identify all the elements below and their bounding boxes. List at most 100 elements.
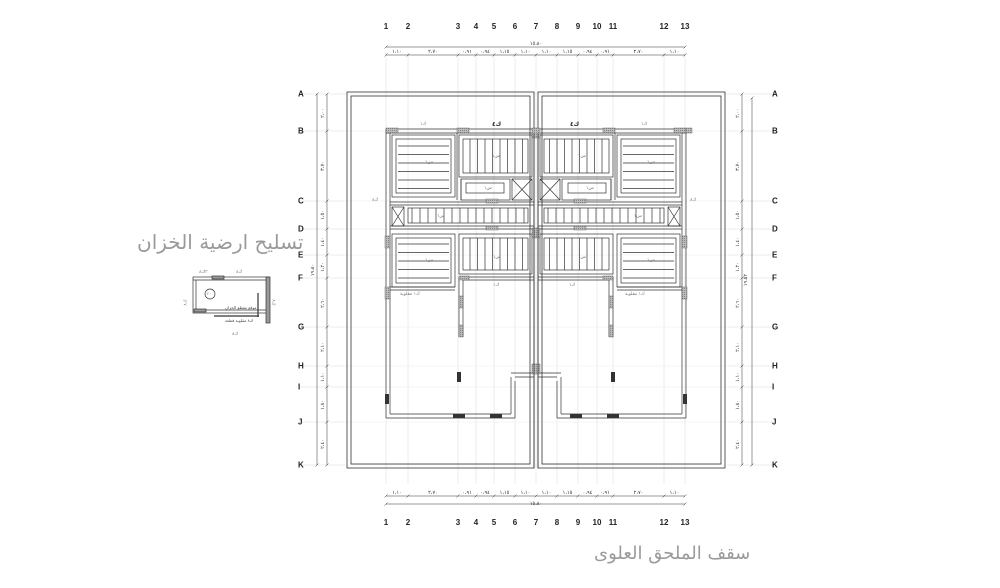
- row-label-I: I: [772, 382, 775, 392]
- beam-label-k8-left: ك٨: [372, 198, 379, 203]
- right-segment-4: ١،٢٠: [735, 261, 741, 272]
- right-segment-8: ١،٨٠: [735, 399, 741, 410]
- row-label-G: G: [772, 322, 779, 332]
- left-segment-4: ١،٢٠: [320, 261, 326, 272]
- column-label-10: 10: [592, 22, 602, 31]
- column-label-4: 4: [473, 518, 479, 527]
- grid-lines: [300, 52, 775, 484]
- column-label-13: 13: [680, 518, 690, 527]
- slab-label-5: س١: [425, 258, 433, 263]
- column-label-13: 13: [680, 22, 690, 31]
- row-label-C: C: [298, 196, 304, 206]
- row-label-K: K: [772, 460, 778, 470]
- beam-label-k8-right: ك٨: [690, 198, 697, 203]
- beam-label-k1-center-left: ك١: [493, 283, 500, 288]
- column-label-5: 5: [491, 518, 497, 527]
- column-label-10: 10: [592, 518, 602, 527]
- row-label-E: E: [772, 250, 778, 260]
- right-segment-9: ٢،٤٠: [735, 438, 741, 449]
- bottom-segment-10: ٢،٧٠: [633, 490, 644, 496]
- slab-label-6: س١: [647, 160, 655, 165]
- top-segment-11: ١،١٠: [669, 49, 680, 55]
- tank-label-left: ك٨: [183, 299, 189, 306]
- top-segment-9: ٠،٩١: [600, 49, 610, 55]
- right-segment-2: ١،٥٠: [735, 210, 741, 220]
- left-segment-6: ٢،١٠: [320, 341, 326, 352]
- column-label-11: 11: [608, 518, 618, 527]
- plan-title: سقف الملحق العلوى: [594, 543, 751, 564]
- column-label-9: 9: [575, 518, 581, 527]
- column-label-3: 3: [455, 22, 461, 31]
- row-label-B: B: [772, 126, 778, 136]
- left-segment-7: ١،١٠: [320, 371, 326, 382]
- tank-note-inverted: ك٨ مقلوبة قطعة: [225, 318, 254, 323]
- bottom-segment-9: ٠،٩١: [600, 490, 610, 496]
- right-segment-3: ١،٤٠: [735, 237, 741, 247]
- left-total-dimension: ١٩،٨٠: [310, 263, 316, 277]
- beam-label-k1-center-right: ك١: [569, 283, 576, 288]
- row-label-F: F: [772, 273, 777, 283]
- right-segment-5: ٢،٦٠: [735, 297, 741, 308]
- left-segment-5: ٢،٦٠: [320, 297, 326, 308]
- column-label-2: 2: [405, 518, 411, 527]
- right-segment-7: ١،١٠: [735, 371, 741, 382]
- right-segment-1: ٣،٧٠: [735, 161, 741, 171]
- left-segment-2: ١،٥٠: [320, 210, 326, 220]
- bottom-segment-0: ١،١٠: [392, 490, 402, 496]
- slab-label-8: س١: [586, 186, 594, 191]
- tank-detail-title: تسليح ارضية الخزان: [137, 230, 304, 254]
- row-label-K: K: [298, 460, 304, 470]
- top-segment-1: ٢،٧٠: [428, 49, 438, 55]
- top-segment-5: ١،١٠: [520, 49, 531, 55]
- beam-label-k4-left: ك٤: [492, 121, 502, 128]
- slab-structure: [384, 127, 693, 468]
- row-label-D: D: [298, 224, 304, 234]
- row-label-J: J: [298, 417, 303, 427]
- beam-label-k1-inverted-right: ك١ مقلوبة: [625, 292, 645, 297]
- top-total-dimension: ١٥،٨٠: [529, 41, 543, 47]
- column-label-3: 3: [455, 518, 461, 527]
- left-segment-3: ١،٤٠: [320, 237, 326, 247]
- top-segment-6: ١،١٠: [541, 49, 552, 55]
- bottom-total-dimension: ١٥،٨٠: [529, 501, 543, 507]
- column-label-2: 2: [405, 22, 411, 31]
- top-segment-3: ٠،٩٤: [480, 49, 490, 55]
- column-label-7: 7: [533, 518, 539, 527]
- column-label-11: 11: [608, 22, 618, 31]
- tank-detail-drawing: [192, 275, 271, 324]
- tank-label-bottom: ك٨: [232, 332, 239, 337]
- dimension-lines: [315, 45, 754, 506]
- row-label-H: H: [772, 361, 778, 371]
- row-label-A: A: [298, 89, 304, 99]
- tank-circle-label: ٢٠: [207, 291, 212, 296]
- slab-label-10: س١: [578, 255, 586, 260]
- row-label-D: D: [772, 224, 778, 234]
- left-segment-1: ٣،٧٠: [320, 161, 326, 171]
- slab-label-2: س١: [484, 186, 492, 191]
- column-label-7: 7: [533, 22, 539, 31]
- slab-label-0: س١: [425, 160, 433, 165]
- slab-label-4: س١: [493, 255, 501, 260]
- left-segment-0: ٢،٠٠: [320, 107, 326, 118]
- column-label-12: 12: [659, 22, 669, 31]
- row-label-E: E: [298, 250, 304, 260]
- tank-label-top: ك٨: [236, 270, 243, 275]
- column-label-6: 6: [512, 518, 518, 527]
- slab-label-1: س١: [492, 154, 500, 159]
- tank-label-right: ك٨: [270, 299, 276, 306]
- bottom-segment-6: ١،١٠: [541, 490, 552, 496]
- column-label-6: 6: [512, 22, 518, 31]
- left-segment-9: ٢،٤٠: [320, 438, 326, 449]
- tank-note-section: موقع مقطع الخزان: [225, 305, 257, 310]
- column-label-8: 8: [554, 518, 560, 527]
- slab-label-7: س١: [578, 154, 586, 159]
- bottom-segment-4: ١،١٥: [499, 490, 510, 496]
- bottom-segment-1: ٢،٧٠: [428, 490, 438, 496]
- beam-label-k1-inverted-left: ك١ مقلوبة: [400, 292, 420, 297]
- right-segment-0: ٢،٠٠: [735, 107, 741, 118]
- bottom-segment-7: ١،١٥: [562, 490, 573, 496]
- top-segment-8: ٠،٩٤: [582, 49, 593, 55]
- bottom-segment-11: ١،١٠: [669, 490, 680, 496]
- row-label-G: G: [298, 322, 305, 332]
